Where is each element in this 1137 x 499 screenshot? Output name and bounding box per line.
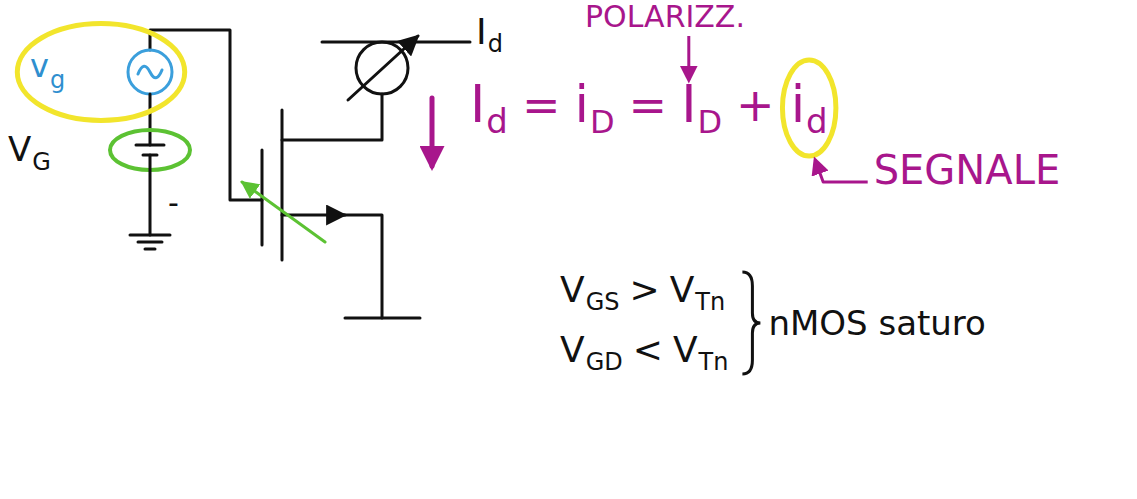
series-wire: [149, 94, 152, 145]
subscript: GS: [586, 290, 620, 314]
sine-symbol: [138, 66, 162, 78]
subscript: d: [806, 104, 828, 138]
battery-plate: [136, 144, 164, 147]
subscript: GD: [586, 350, 623, 374]
signal-label: v: [30, 50, 49, 82]
drain-wire: [282, 94, 382, 140]
condition-symbol: V: [560, 272, 585, 308]
subscript: d: [486, 104, 508, 138]
equation-symbol: I: [681, 78, 696, 130]
ground-symbol: [345, 317, 420, 320]
current-arrow: [430, 98, 435, 166]
supply-rail: [322, 41, 470, 44]
annotation-label: SEGNALE: [874, 150, 1061, 190]
pointer-line: [815, 160, 868, 182]
condition-symbol: V: [673, 332, 698, 368]
ground-symbol: [130, 234, 170, 237]
subscript: G: [32, 150, 51, 174]
subscript: Tn: [699, 350, 729, 374]
bias-label: V: [8, 132, 31, 166]
highlight-ellipse: [17, 24, 184, 121]
annotation-label: POLARIZZ.: [585, 2, 745, 32]
annotation-label: nMOS saturo: [768, 306, 986, 340]
ground-symbol: [145, 248, 155, 251]
ground-symbol: [138, 241, 162, 244]
equation-symbol: =: [522, 82, 561, 128]
equation-symbol: +: [736, 82, 775, 128]
brace: [742, 272, 760, 374]
equation-symbol: I: [470, 78, 485, 130]
pointer-arrow: [687, 36, 690, 80]
variable-arrow: [348, 36, 418, 100]
subscript: D: [697, 106, 722, 138]
subscript: D: [590, 106, 615, 138]
equation-symbol: =: [629, 82, 668, 128]
equation-symbol: i: [574, 78, 588, 130]
polarity-sign: -: [168, 188, 179, 218]
condition-symbol: >: [629, 272, 659, 308]
ground-wire: [149, 155, 152, 235]
gate-wire: [150, 30, 262, 200]
current-label: I: [476, 14, 487, 50]
pointer-arrow: [242, 182, 325, 242]
subscript: g: [50, 68, 65, 92]
condition-symbol: V: [560, 332, 585, 368]
highlight-ellipse: [782, 60, 835, 156]
equation-symbol: i: [791, 78, 805, 130]
channel-line: [281, 110, 284, 260]
condition-symbol: <: [633, 332, 663, 368]
signal-source-symbol: [128, 50, 172, 94]
source-wire: [340, 215, 382, 318]
subscript: Tn: [695, 290, 725, 314]
subscript: d: [488, 32, 503, 56]
condition-symbol: V: [670, 272, 695, 308]
